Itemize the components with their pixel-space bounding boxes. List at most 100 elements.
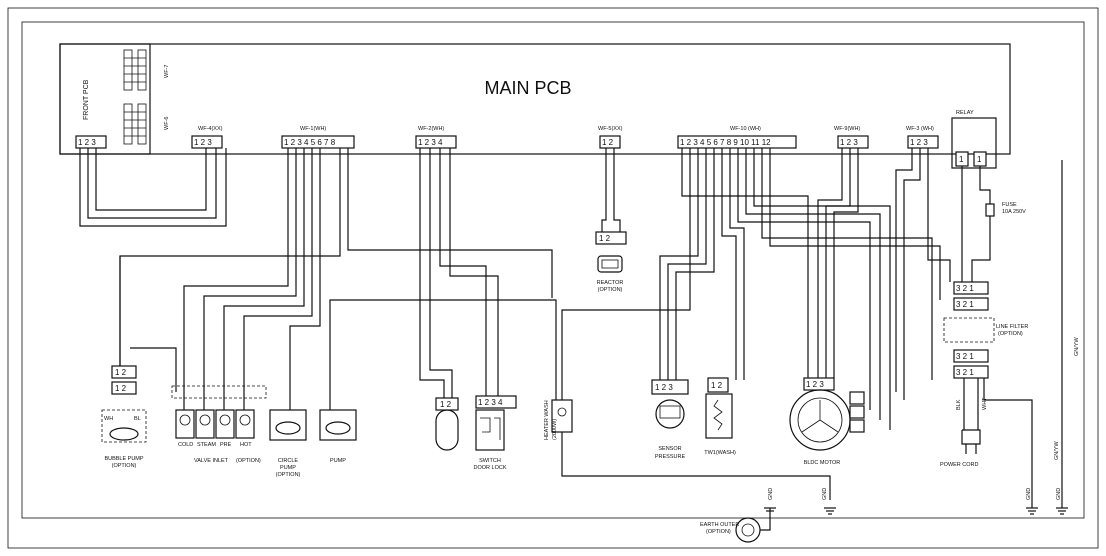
svg-text:1: 1 [977, 155, 982, 164]
svg-text:1 2: 1 2 [711, 381, 723, 390]
bubble-bl-label: BL [134, 416, 141, 422]
valve-hot: HOT [240, 442, 252, 448]
earth-outer [735, 507, 776, 543]
pump-label: PUMP [330, 458, 346, 464]
front-pcb-wires [79, 148, 227, 227]
line-filter-box [943, 317, 995, 343]
pump [319, 409, 357, 441]
reactor-option: (OPTION) [598, 287, 623, 293]
line-filter-label: LINE FILTER [996, 324, 1028, 330]
wf5-label: WF-5(XX) [598, 126, 623, 132]
main-pcb-title: MAIN PCB [484, 78, 571, 98]
wf4-label: WF-4(XX) [198, 126, 223, 132]
connector-headers: 1 2 3 WF-4(XX) 1 2 3 WF-1(WH) 1 2 3 4 5 … [75, 126, 939, 149]
circle-pump [269, 409, 307, 441]
tw1-wash: 1 2 [705, 377, 733, 439]
bubble-pump-label: BUBBLE PUMP [104, 456, 143, 462]
svg-text:1 2: 1 2 [440, 400, 452, 409]
heater-wattage: (2000W) [552, 419, 558, 440]
front-pcb-box [59, 43, 151, 155]
door-lock-label: DOOR LOCK [473, 465, 506, 471]
wf10-wires [561, 148, 941, 430]
capsule-component: 1 2 [435, 397, 459, 451]
fuse-rating: 10A 250V [1002, 209, 1026, 215]
svg-text:1 2: 1 2 [115, 368, 127, 377]
bldc-label: BLDC MOTOR [804, 460, 841, 466]
svg-text:3 2 1: 3 2 1 [956, 284, 974, 293]
svg-text:1: 1 [959, 155, 964, 164]
gnd-label-3: GND [1056, 488, 1062, 500]
svg-text:1 2 3: 1 2 3 [78, 138, 96, 147]
gnd-label-4: GND [768, 488, 774, 500]
bubble-wh-label: WH [104, 416, 113, 422]
svg-text:1 2 3 4: 1 2 3 4 [418, 138, 443, 147]
wf9-label: WF-9(WH) [834, 126, 860, 132]
sensor-pressure: 1 2 3 [651, 379, 689, 429]
tw1-label: TW1(WASH) [704, 450, 736, 456]
heater-label: HEATER WASH [544, 400, 550, 440]
front-pcb-label: FRONT PCB [83, 79, 90, 120]
svg-text:3 2 1: 3 2 1 [956, 368, 974, 377]
svg-text:1 2 3: 1 2 3 [194, 138, 212, 147]
gnd-label-1: GND [822, 488, 828, 500]
gn-yw-label-1: GN/YW [1074, 337, 1080, 356]
svg-text:1 2 3: 1 2 3 [655, 383, 673, 392]
earth-outer-label: EARTH OUTER [700, 522, 739, 528]
wf7-label: WF-7 [164, 65, 170, 78]
svg-text:3 2 1: 3 2 1 [956, 352, 974, 361]
circle-pump-option: (OPTION) [276, 472, 301, 478]
power-cord-label: POWER CORD [940, 462, 979, 468]
svg-text:1 2 3: 1 2 3 [910, 138, 928, 147]
gn-yw-label-2: GN/YW [1054, 441, 1060, 460]
wf6-label: WF-6 [164, 117, 170, 130]
bubble-pump-option: (OPTION) [112, 463, 137, 469]
bubble-pump: 1 2 1 2 [101, 256, 177, 443]
svg-text:1 2 3 4 5 6 7 8 9 10 11 12: 1 2 3 4 5 6 7 8 9 10 11 12 [680, 138, 771, 147]
valve-option: (OPTION) [236, 458, 261, 464]
switch-door-lock: 1 2 3 4 [475, 395, 517, 451]
heater-wash [551, 399, 831, 500]
ground-symbols [824, 507, 1068, 515]
valve-inlet [171, 385, 267, 439]
wf2-label: WF-2(WH) [418, 126, 444, 132]
line-filter-option: (OPTION) [998, 331, 1023, 337]
wf3-label: WF-3 (WH) [906, 126, 934, 132]
relay-box [951, 117, 997, 169]
wht-label: WHT [982, 397, 988, 410]
earth-outer-option: (OPTION) [706, 529, 731, 535]
wf9-wires [817, 148, 859, 378]
svg-text:1 2 3: 1 2 3 [840, 138, 858, 147]
switch-label: SWITCH [479, 458, 501, 464]
relay-label: RELAY [956, 110, 974, 116]
blk-label: BLK [956, 399, 962, 410]
reactor-icon [597, 255, 623, 273]
wf2-wires [419, 148, 499, 400]
svg-text:1 2 3 4: 1 2 3 4 [478, 398, 503, 407]
power-wires: 3 2 1 3 2 1 3 2 1 3 2 1 [943, 160, 1063, 508]
reactor-wires: 1 2 [595, 148, 627, 273]
outer-frame [7, 7, 1099, 549]
svg-text:3 2 1: 3 2 1 [956, 300, 974, 309]
fuse-label: FUSE [1002, 202, 1017, 208]
circle-pump-label: CIRCLE [278, 458, 299, 464]
wf1-label: WF-1(WH) [300, 126, 326, 132]
svg-text:1 2: 1 2 [602, 138, 614, 147]
svg-text:1 2: 1 2 [599, 234, 611, 243]
inner-frame [21, 21, 1085, 519]
valve-steam: STEAM [197, 442, 216, 448]
valve-pre: PRE [220, 442, 232, 448]
reactor-label: REACTOR [597, 280, 624, 286]
gnd-label-2: GND [1026, 488, 1032, 500]
valve-inlet-label: VALVE INLET [194, 458, 229, 464]
wf1-wires [119, 148, 557, 412]
wf10-label: WF-10 (WH) [730, 126, 761, 132]
circle-pump-label-2: PUMP [280, 465, 296, 471]
valve-cold: COLD [178, 442, 193, 448]
fuse-icon [985, 203, 995, 217]
svg-text:1 2 3 4 5 6 7 8: 1 2 3 4 5 6 7 8 [284, 138, 336, 147]
front-pcb-connectors [123, 49, 147, 145]
bldc-motor: 1 2 3 [789, 377, 865, 451]
wf3-wires [895, 148, 951, 400]
